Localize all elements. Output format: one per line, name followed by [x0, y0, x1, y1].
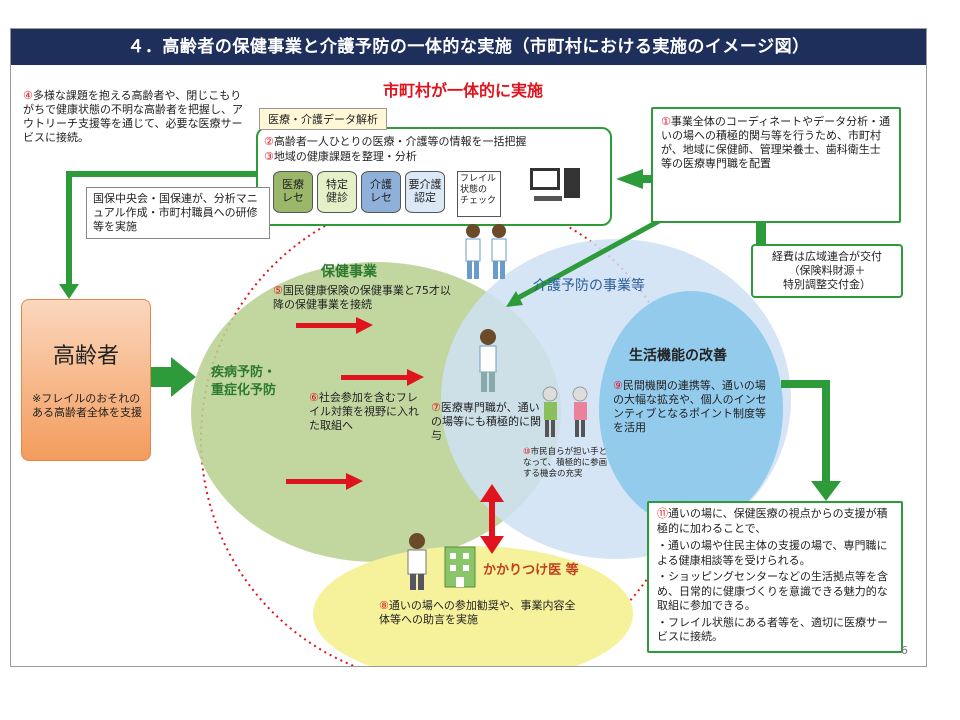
computer-icon	[530, 168, 580, 201]
item-8-text: 通いの場への参加勧奨や、事業内容全体等への助言を実施	[379, 599, 576, 626]
item-7-text: 医療専門職が、通いの場等にも積極的に関与	[431, 401, 541, 442]
item-5: ⑤国民健康保険の保健事業と75才以降の保健事業を接続	[273, 284, 458, 312]
item-7: ⑦医療専門職が、通いの場等にも積極的に関与	[431, 401, 543, 443]
left-note-number: ④	[23, 89, 33, 102]
item-10-text: 市民自らが担い手となって、積極的に参画する機会の充実	[523, 447, 608, 479]
data-line-3-number: ③	[264, 150, 274, 163]
bottom-right-bullet-3: ・フレイル状態にある者等を、適切に医療サービスに接続。	[657, 615, 888, 644]
elderly-couple-icon	[542, 386, 588, 437]
slide: ４．高齢者の保健事業と介護予防の一体的な実施（市町村における実施のイメージ図）	[10, 28, 927, 667]
arrow-to-data-box	[616, 169, 643, 189]
data-line-2-text: 高齢者一人ひとりの医療・介護等の情報を一括把握	[273, 135, 527, 148]
item-10: ⑩市民自らが担い手となって、積極的に参画する機会の充実	[523, 447, 615, 480]
page-number: 6	[901, 644, 908, 657]
elderly-title: 高齢者	[52, 344, 119, 369]
national-note: 国保中央会・国保連が、分析マニュアル作成・市町村職員への研修等を実施	[86, 187, 270, 239]
bottom-right-note: ⑪通いの場に、保健医療の視点からの支援が積極的に加わることで、 ・通いの場や住民…	[647, 501, 903, 653]
item-9-number: ⑨	[613, 379, 623, 392]
red-arrows	[286, 317, 504, 554]
bottom-right-bullet-1: ・通いの場や住民主体の支援の場で、専門職による健康相談等を受けられる。	[657, 539, 888, 567]
doctor-icon	[407, 533, 427, 590]
doctor-label: かかりつけ医 等	[483, 563, 579, 578]
bottom-right-intro-text: 通いの場に、保健医療の視点からの支援が積極的に加わることで、	[657, 507, 888, 535]
slide-title: ４．高齢者の保健事業と介護予防の一体的な実施（市町村における実施のイメージ図）	[11, 29, 926, 65]
venn-diagram	[59, 169, 841, 666]
database-icon: 介護 レセ	[361, 171, 401, 213]
bottom-right-bullet-2: ・ショッピングセンターなどの生活拠点等を含め、日常的に健康づくりを意識できる魅力…	[657, 570, 888, 612]
disease-prevention: 疾病予防・ 重症化予防	[211, 365, 277, 398]
item-5-text: 国民健康保険の保健事業と75才以降の保健事業を接続	[273, 284, 451, 311]
item-9-text: 民間機関の連携等、通いの場の大幅な拡充や、個人のインセンティブとなるポイント制度…	[613, 379, 767, 434]
data-line-3-text: 地域の健康課題を整理・分析	[273, 150, 417, 163]
item-7-number: ⑦	[431, 401, 441, 414]
elderly-box: 高齢者 ※フレイルのおそれのある高齢者全体を支援	[21, 299, 151, 461]
doctor-circle	[313, 546, 633, 666]
data-line-2: ②高齢者一人ひとりの医療・介護等の情報を一括把握	[264, 135, 604, 149]
data-line-3: ③地域の健康課題を整理・分析	[264, 150, 604, 164]
right-top-note-number: ①	[661, 115, 671, 128]
arrow-to-bottom-box	[811, 481, 841, 501]
database-icon: 特定 健診	[317, 171, 357, 213]
item-9: ⑨民間機関の連携等、通いの場の大幅な拡充や、個人のインセンティブとなるポイント制…	[613, 379, 773, 435]
arrow-to-staff	[506, 291, 523, 307]
data-line-2-number: ②	[264, 135, 274, 148]
health-label: 保健事業	[321, 264, 377, 280]
life-label: 生活機能の改善	[629, 348, 727, 364]
nurse-icon	[465, 224, 507, 279]
arrow-elderly-to-health	[171, 357, 196, 397]
left-note: ④多様な課題を抱える高齢者や、閉じこもりがちで健康状態の不明な高齢者を把握し、ア…	[23, 89, 248, 145]
care-label: 介護予防の事業等	[533, 278, 645, 294]
hospital-icon	[444, 546, 476, 588]
item-6-text: 社会参加を含むフレイル対策を視野に入れた取組へ	[309, 391, 419, 432]
nurse-icon	[479, 329, 497, 392]
database-icon: 医療 レセ	[273, 171, 313, 213]
left-note-text: 多様な課題を抱える高齢者や、閉じこもりがちで健康状態の不明な高齢者を把握し、アウ…	[23, 89, 243, 144]
item-6: ⑥社会参加を含むフレイル対策を視野に入れた取組へ	[309, 391, 419, 433]
bottom-right-number: ⑪	[657, 507, 668, 520]
elderly-note: ※フレイルのおそれのある高齢者全体を支援	[32, 392, 142, 419]
database-icon: 要介護 認定	[405, 171, 445, 213]
item-10-number: ⑩	[523, 447, 531, 457]
item-6-number: ⑥	[309, 391, 319, 404]
item-8: ⑧通いの場への参加勧奨や、事業内容全体等への助言を実施	[379, 599, 579, 627]
bottom-right-intro: ⑪通いの場に、保健医療の視点からの支援が積極的に加わることで、	[657, 507, 893, 536]
right-top-note-text: 事業全体のコーディネートやデータ分析・通いの場への積極的関与等を行うため、市町村…	[661, 115, 891, 170]
life-circle	[599, 291, 783, 527]
right-top-note: ①事業全体のコーディネートやデータ分析・通いの場への積極的関与等を行うため、市町…	[651, 107, 901, 223]
item-5-number: ⑤	[273, 284, 283, 297]
arrow-to-elderly	[59, 284, 79, 299]
document-icon: フレイル 状態の チェック	[457, 171, 501, 217]
funding-note: 経費は広域連合が交付 （保険料財源＋ 特別調整交付金）	[751, 244, 903, 298]
item-8-number: ⑧	[379, 599, 389, 612]
center-heading: 市町村が一体的に実施	[383, 81, 544, 100]
data-analysis-tab: 医療・介護データ解析	[259, 108, 387, 130]
